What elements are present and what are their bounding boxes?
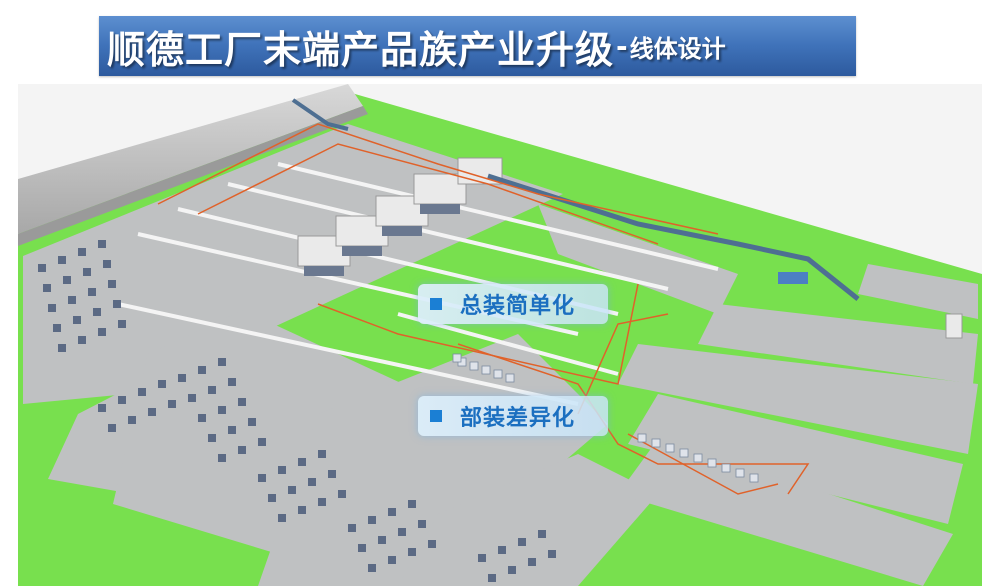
machines — [297, 157, 503, 276]
title-banner: 顺德工厂末端产品族产业升级 - 线体设计 — [99, 16, 856, 76]
title-separator: - — [616, 29, 628, 63]
callout-final-assembly: 总装简单化 — [418, 284, 608, 324]
factory-layout-render — [18, 84, 982, 586]
page-title: 顺德工厂末端产品族产业升级 — [107, 27, 615, 72]
callout-label: 部装差异化 — [460, 406, 576, 431]
dispatch-station — [778, 272, 808, 284]
factory-floor-illustration — [18, 84, 982, 586]
end-cabinet — [945, 313, 963, 339]
orange-routing — [157, 123, 810, 495]
square-bullet-icon — [430, 410, 442, 422]
callout-label: 总装简单化 — [460, 294, 576, 319]
square-bullet-icon — [430, 298, 442, 310]
factory-wall — [18, 84, 363, 234]
page-subtitle: 线体设计 — [629, 34, 726, 63]
overhead-conveyor — [487, 173, 860, 301]
workstations — [452, 353, 759, 483]
storage-racks — [38, 240, 556, 582]
callout-sub-assembly: 部装差异化 — [418, 396, 608, 436]
